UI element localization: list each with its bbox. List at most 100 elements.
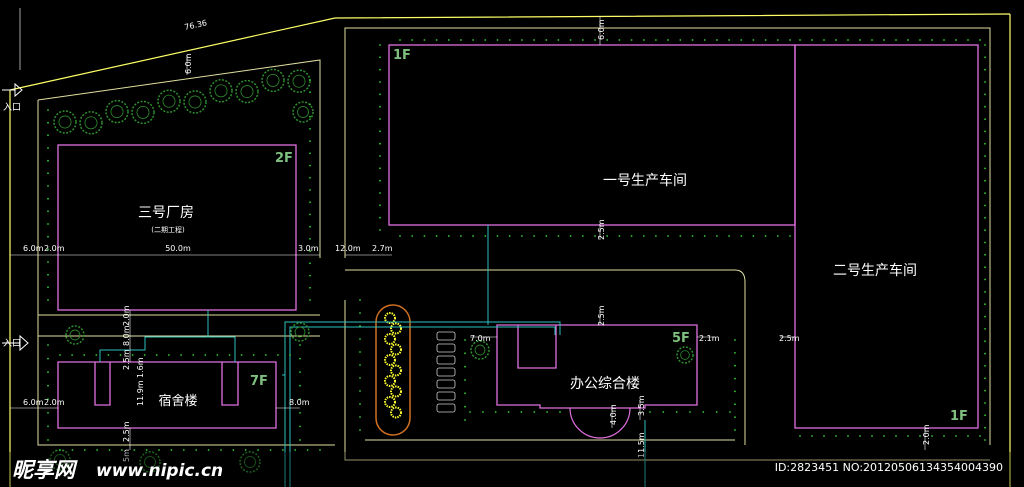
shrub-dot bbox=[399, 235, 401, 237]
shrub-dot bbox=[984, 68, 986, 71]
shrub-dot bbox=[859, 39, 861, 41]
shrub-dot bbox=[533, 39, 535, 41]
shrub-dot bbox=[649, 411, 651, 413]
dim-left-2: 2.0m bbox=[44, 244, 65, 253]
shrub-dot bbox=[379, 192, 381, 194]
shrub-dot bbox=[569, 39, 572, 41]
shrub-dot bbox=[244, 449, 247, 451]
shrub-dot bbox=[859, 435, 861, 437]
shrub-dot bbox=[435, 235, 438, 237]
shrub-dot bbox=[282, 449, 284, 451]
shrub-dot bbox=[984, 377, 986, 380]
shrub-dot bbox=[47, 147, 49, 149]
building-3-outline bbox=[57, 144, 297, 311]
shrub-dot bbox=[145, 449, 148, 451]
landscape-trees bbox=[49, 68, 694, 473]
entrance-markers bbox=[2, 82, 29, 352]
shrub-dot bbox=[289, 354, 291, 356]
shrub-dot bbox=[484, 235, 487, 237]
shrub-dot bbox=[309, 262, 311, 265]
watermark: 昵享网 www.nipic.cn ID:2823451 NO:201205061… bbox=[0, 452, 1024, 487]
shrub-dot bbox=[508, 235, 511, 237]
shrub-dot bbox=[232, 449, 235, 451]
shrub-dot bbox=[47, 109, 49, 111]
shrub-dot bbox=[83, 354, 86, 356]
tree-symbol bbox=[209, 79, 233, 103]
shrub-dot bbox=[47, 371, 49, 373]
shrub-dot bbox=[240, 354, 243, 356]
shrub-dot bbox=[299, 344, 301, 346]
shrub-dot bbox=[943, 39, 945, 41]
shrub-dot bbox=[47, 286, 49, 289]
shrub-dot bbox=[702, 411, 705, 413]
shrub-dot bbox=[119, 354, 122, 356]
shrub-dot bbox=[359, 299, 361, 301]
shrub-dot bbox=[107, 354, 110, 356]
shrub-dot bbox=[847, 39, 849, 41]
shrub-dot bbox=[895, 435, 897, 437]
site-features bbox=[375, 304, 631, 439]
dim-gap-25a: 2.5m bbox=[597, 219, 606, 240]
dim-b2-20: 2.0m bbox=[922, 424, 931, 445]
shrub-dot bbox=[379, 56, 381, 59]
shrub-dot bbox=[192, 354, 195, 356]
shrub-dot bbox=[47, 299, 49, 301]
building-3-subname: (二期工程) bbox=[151, 225, 185, 234]
shrub-dot bbox=[679, 235, 682, 237]
shrub-dot bbox=[309, 115, 311, 118]
shrub-dot bbox=[277, 354, 279, 356]
shrub-dot bbox=[464, 352, 466, 355]
shrub-dot bbox=[557, 235, 560, 237]
shrub-dot bbox=[752, 39, 755, 41]
shrub-dot bbox=[533, 235, 535, 237]
shrub-dot bbox=[734, 390, 736, 393]
tree-symbol bbox=[235, 79, 259, 104]
shrub-dot bbox=[399, 39, 401, 41]
shrub-dot bbox=[546, 411, 548, 413]
shrub-dot bbox=[47, 273, 49, 276]
shrub-dot bbox=[411, 39, 414, 41]
shrub-dot bbox=[703, 39, 706, 41]
dorm-floors: 7F bbox=[250, 374, 268, 389]
shrub-dot bbox=[630, 235, 633, 237]
dim-left-6b: 6.0m bbox=[23, 398, 44, 407]
shrub-dot bbox=[811, 435, 813, 437]
shrub-dot bbox=[47, 248, 49, 251]
shrub-dot bbox=[464, 405, 466, 408]
tree-symbol bbox=[53, 110, 77, 134]
shrub-dot bbox=[411, 235, 414, 237]
shrub-dot bbox=[309, 164, 311, 167]
shrub-dot bbox=[847, 435, 849, 437]
shrub-dot bbox=[691, 235, 694, 237]
shrub-dot bbox=[379, 155, 381, 157]
shrub-dot bbox=[309, 79, 311, 81]
dim-gap-8: 8.0m bbox=[122, 325, 131, 346]
shrub-dot bbox=[984, 426, 986, 429]
shrub-dot bbox=[472, 235, 474, 237]
shrub-dot bbox=[984, 266, 986, 269]
shrub-dot bbox=[734, 429, 736, 431]
shrub-dot bbox=[309, 201, 311, 204]
shrub-dot bbox=[47, 439, 49, 441]
shrub-dot bbox=[379, 130, 381, 133]
shrub-dot bbox=[47, 134, 49, 137]
flower-symbol bbox=[390, 343, 402, 356]
shrub-dot bbox=[545, 235, 548, 237]
shrub-dot bbox=[630, 39, 633, 41]
flower-symbol bbox=[390, 385, 402, 398]
shrub-dot bbox=[47, 344, 49, 346]
shrub-dot bbox=[59, 354, 61, 356]
shrub-dot bbox=[667, 39, 669, 41]
dim-dorm-5: 5m bbox=[122, 449, 131, 462]
shrub-dot bbox=[309, 299, 311, 301]
shrub-dot bbox=[979, 39, 981, 41]
dim-b3-width: 50.0m bbox=[165, 244, 191, 253]
shrub-dot bbox=[594, 235, 596, 237]
shrub-dot bbox=[379, 167, 381, 170]
entrance-top-label: 入口 bbox=[3, 102, 21, 113]
shrub-dot bbox=[764, 39, 767, 41]
shrub-dot bbox=[216, 354, 219, 356]
shrub-dot bbox=[252, 354, 255, 356]
shrub-dot bbox=[734, 339, 736, 341]
shrub-dot bbox=[309, 225, 311, 228]
